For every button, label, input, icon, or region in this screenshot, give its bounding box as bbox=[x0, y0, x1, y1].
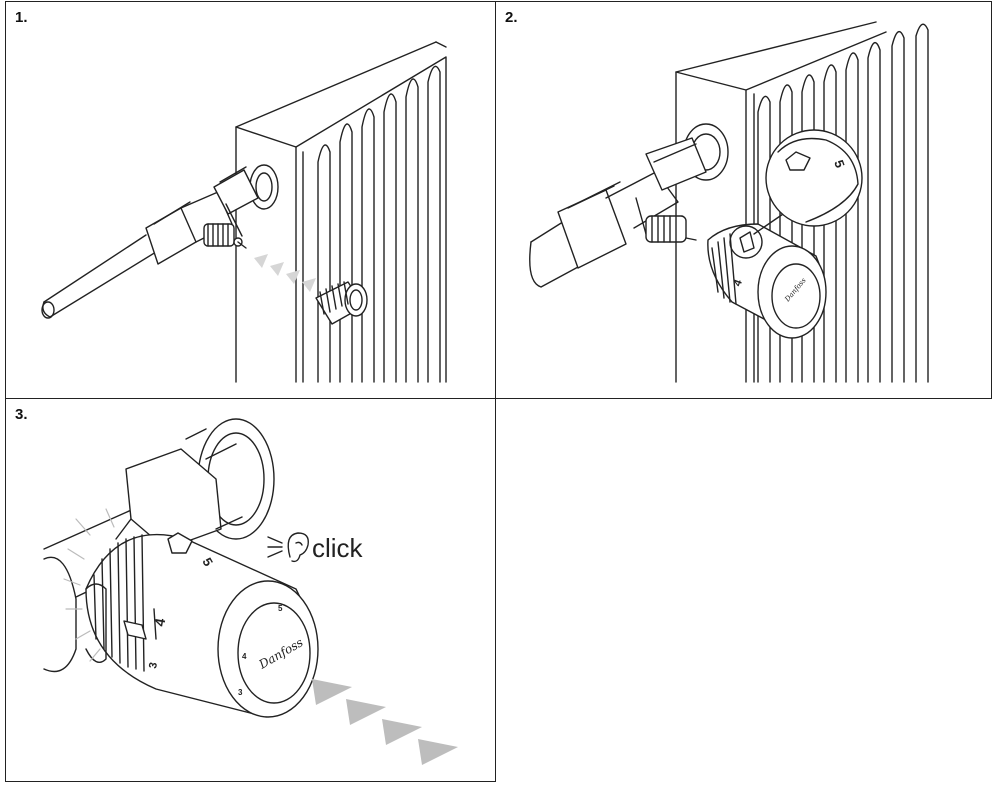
step-1-panel: 1. bbox=[5, 1, 496, 399]
click-indicator: click bbox=[267, 532, 364, 563]
step-2-panel: 2. bbox=[495, 1, 992, 399]
detail-callout: 5 bbox=[729, 129, 863, 259]
step-3-number: 3. bbox=[15, 406, 28, 423]
motion-lines bbox=[63, 508, 115, 662]
valve-body bbox=[529, 137, 707, 288]
thermostat-head: 4 Danfoss bbox=[707, 223, 827, 339]
dial-number-4: 4 bbox=[151, 617, 168, 628]
click-label: click bbox=[312, 533, 364, 563]
removal-arrows bbox=[254, 254, 316, 292]
step-3-illustration: 5 4 3 5 4 3 Danfoss c bbox=[43, 418, 458, 765]
empty-quadrant bbox=[496, 399, 992, 782]
dial-number-4: 4 bbox=[732, 277, 746, 288]
sound-lines-icon bbox=[267, 536, 283, 558]
step-1-number: 1. bbox=[15, 9, 28, 26]
step-2-number: 2. bbox=[505, 9, 518, 26]
face-number-4: 4 bbox=[242, 652, 247, 661]
ear-icon bbox=[287, 532, 309, 563]
dial-number-3: 3 bbox=[147, 661, 160, 669]
step-1-illustration bbox=[41, 41, 447, 383]
thermostat-head: 5 4 3 5 4 3 Danfoss bbox=[85, 532, 319, 718]
valve-body bbox=[43, 443, 243, 673]
step-3-panel: 3. bbox=[5, 398, 496, 782]
instruction-grid: 1. bbox=[5, 1, 992, 782]
protection-cap bbox=[315, 281, 368, 325]
radiator bbox=[235, 41, 447, 383]
wall-pipe-ring bbox=[249, 164, 279, 210]
push-arrows bbox=[312, 679, 458, 765]
face-number-3: 3 bbox=[238, 688, 243, 697]
valve-body bbox=[41, 166, 259, 319]
callout-dial-number-5: 5 bbox=[831, 158, 848, 170]
face-number-5: 5 bbox=[278, 604, 283, 613]
step-2-illustration: 4 Danfoss 5 bbox=[529, 21, 929, 383]
